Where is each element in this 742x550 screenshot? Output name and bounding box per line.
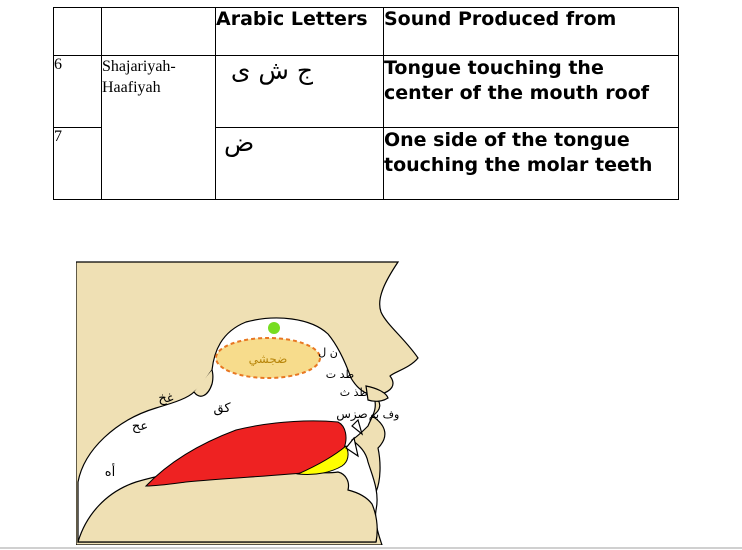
- soft-palate: [193, 369, 214, 397]
- arabic-letters: ض: [215, 127, 384, 200]
- row-number: 7: [53, 127, 102, 200]
- header-arabic-letters: Arabic Letters: [215, 7, 384, 56]
- makhraj-table: Arabic Letters Sound Produced from 6 Sha…: [53, 7, 679, 200]
- label-nun-lam: ن ل: [318, 346, 338, 359]
- table-header-row: Arabic Letters Sound Produced from: [53, 7, 679, 56]
- center-articulation-oval: [215, 337, 321, 379]
- table-row: 7 ض One side of the tongue touching the …: [53, 127, 679, 200]
- upper-teeth: [351, 418, 364, 436]
- label-za-dhal-tha: ظذ ث: [340, 386, 369, 399]
- articulation-point-dot: [268, 322, 280, 334]
- page-bottom-divider: [0, 547, 742, 549]
- group-name: Shajariyah-Haafiyah: [101, 55, 216, 200]
- label-waw-fa-ba: وف بم: [369, 408, 400, 421]
- tongue-side: [296, 445, 349, 475]
- upper-lip: [365, 385, 389, 402]
- sound-description: Tongue touching the center of the mouth …: [383, 55, 679, 128]
- label-sad-zay-sin: صزس: [336, 407, 367, 422]
- header-cell-number: [53, 7, 102, 56]
- header-cell-group: [101, 7, 216, 56]
- label-ain-ha: عح: [132, 419, 148, 434]
- table-row: 6 Shajariyah-Haafiyah ج ش ى Tongue touch…: [53, 55, 679, 200]
- label-center-oval: ضجشي: [249, 352, 288, 366]
- label-ta-dal-ta: طد ت: [326, 368, 355, 381]
- lower-teeth: [345, 436, 359, 458]
- label-kaf-qaf: كق: [213, 401, 231, 416]
- header-sound-produced: Sound Produced from: [383, 7, 679, 56]
- label-gh-kh: غخ: [158, 391, 173, 406]
- sound-description: One side of the tongue touching the mola…: [383, 127, 679, 200]
- label-hamza-ha: أه: [105, 463, 115, 480]
- lower-jaw: [77, 467, 378, 543]
- arabic-letters: ج ش ى: [215, 55, 384, 128]
- row-number: 6: [53, 55, 102, 128]
- mouth-articulation-diagram: ضجشي غخ عح أه كق ن ل طد ت ظذ ث صزس وف بم: [76, 261, 419, 545]
